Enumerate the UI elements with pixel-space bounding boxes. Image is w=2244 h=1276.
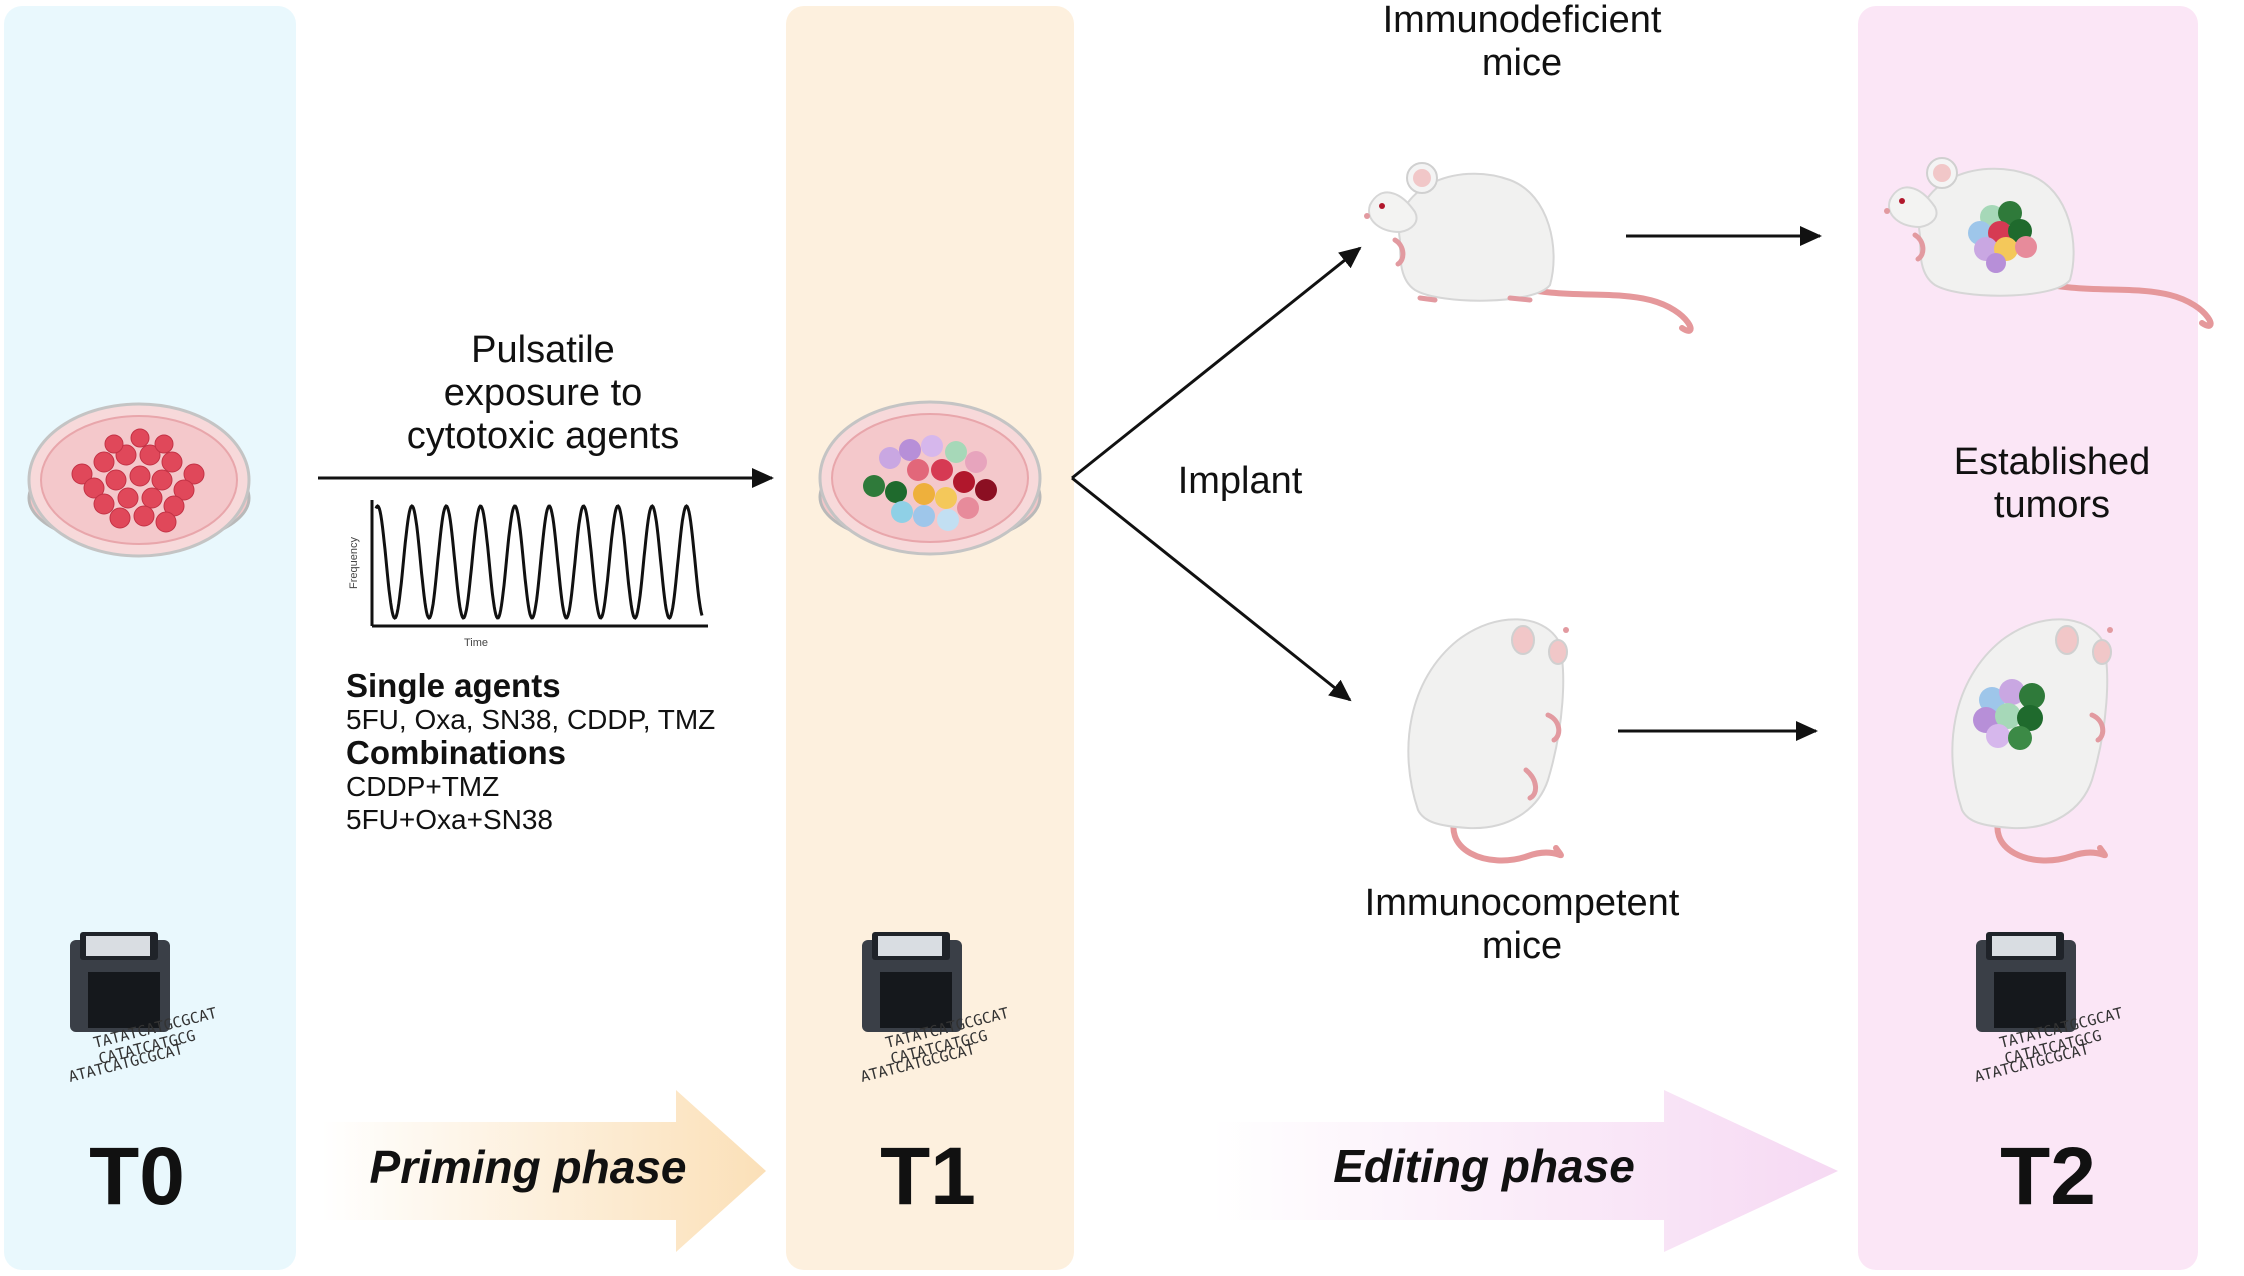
editing-phase-label: Editing phase	[1333, 1140, 1635, 1192]
exposure-line-2: exposure to	[444, 372, 643, 414]
established-line-1: Established	[1954, 441, 2150, 483]
implant-arrow-down	[1071, 476, 1352, 702]
immunodeficient-line-2: mice	[1482, 42, 1562, 84]
immunocompetent-mouse	[1407, 618, 1569, 864]
t2-label: T2	[2000, 1131, 2096, 1222]
immunocompetent-line-2: mice	[1482, 925, 1562, 967]
petri-dish-t1	[818, 400, 1042, 556]
wave-ylabel: Frequency	[348, 537, 360, 589]
wave-line	[374, 504, 704, 620]
immunocompetent-line-1: Immunocompetent	[1365, 882, 1680, 924]
panel-t0	[4, 6, 296, 1270]
tumor-cluster-top	[1968, 201, 2037, 273]
priming-phase-label: Priming phase	[370, 1141, 687, 1193]
combination-item-1: CDDP+TMZ	[346, 771, 499, 802]
single-agents-title: Single agents	[346, 667, 561, 704]
t0-label: T0	[89, 1131, 185, 1222]
wave-xlabel: Time	[464, 637, 488, 649]
exposure-line-3: cytotoxic agents	[407, 415, 679, 457]
t1-label: T1	[880, 1131, 976, 1222]
immunodeficient-line-1: Immunodeficient	[1383, 0, 1662, 41]
immunodeficient-mouse	[1364, 162, 1694, 334]
established-line-2: tumors	[1994, 484, 2110, 526]
panel-t1	[786, 6, 1074, 1270]
wave-plot: Frequency Time	[348, 500, 708, 649]
implant-arrow-up	[1071, 246, 1362, 480]
implant-label: Implant	[1178, 460, 1303, 502]
exposure-line-1: Pulsatile	[471, 329, 615, 371]
single-agents-list: 5FU, Oxa, SN38, CDDP, TMZ	[346, 704, 715, 735]
tumor-mouse-top	[1951, 618, 2113, 864]
petri-dish-t0	[27, 402, 251, 558]
combinations-title: Combinations	[346, 734, 566, 771]
sequencer-t0: TATATCATGCGCAT CATATCATGCG ATATCATGCGCAT	[67, 932, 219, 1086]
priming-arrow-shape	[322, 1090, 766, 1252]
editing-arrow-shape	[1212, 1090, 1838, 1252]
tumor-cluster-bottom	[1973, 679, 2045, 750]
tumor-mouse-side	[1884, 157, 2214, 329]
combination-item-2: 5FU+Oxa+SN38	[346, 804, 553, 835]
